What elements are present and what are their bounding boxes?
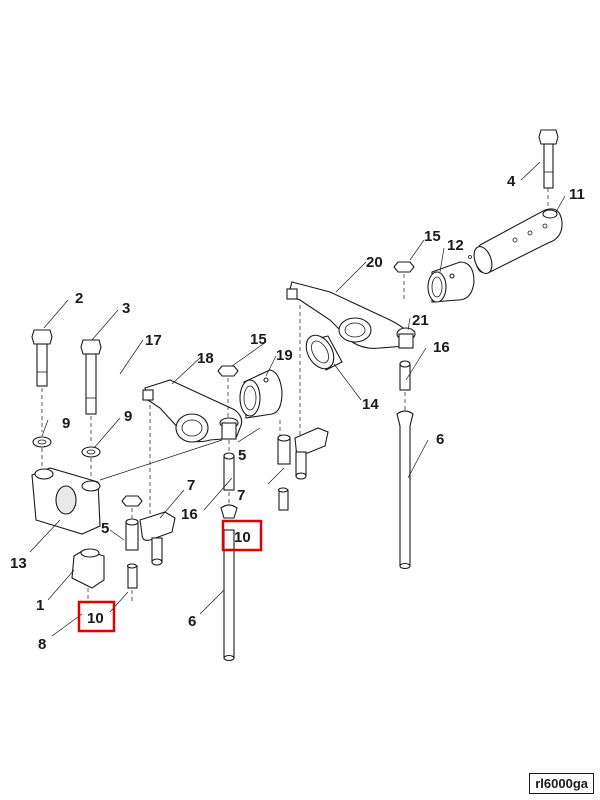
- tappet-1: [71, 548, 105, 589]
- ball-joint-16-right: [399, 360, 411, 391]
- rocker-arm-18: [142, 379, 243, 443]
- leader-lines: [29, 161, 566, 637]
- bushing-19: [239, 369, 283, 419]
- callout-9-center: 9: [124, 408, 132, 425]
- callout-10-center: 10: [234, 529, 251, 546]
- callout-11: 11: [569, 186, 585, 203]
- nut-15-center: [217, 365, 239, 377]
- highlight-box-10-center: [221, 519, 263, 552]
- callout-9-left: 9: [62, 415, 70, 432]
- nut-15-right: [393, 261, 415, 273]
- callout-16-center: 16: [181, 506, 198, 523]
- callout-21: 21: [412, 312, 429, 329]
- bushing-14: [305, 334, 343, 371]
- ball-joint-16-center: [223, 452, 235, 491]
- callout-5-left: 5: [101, 520, 109, 537]
- callout-5-center: 5: [238, 447, 246, 464]
- screw-7-right: [277, 487, 289, 511]
- pushrod-6-center: [223, 529, 235, 662]
- highlight-box-10-left: [77, 600, 116, 633]
- adjuster-center: [219, 417, 239, 440]
- callout-7-left: 7: [187, 477, 195, 494]
- pushrod-6-right: [396, 410, 414, 570]
- washer-9-left: [32, 436, 52, 448]
- callout-15-right: 15: [424, 228, 441, 245]
- washer-9-center: [81, 446, 101, 458]
- callout-8: 8: [38, 636, 46, 653]
- bolt-2: [31, 329, 53, 387]
- callout-3: 3: [122, 300, 130, 317]
- rocker-shaft-11: [473, 208, 563, 274]
- callout-13: 13: [10, 555, 27, 572]
- callout-20: 20: [366, 254, 383, 271]
- callout-1: 1: [36, 597, 44, 614]
- callout-10-left: 10: [87, 610, 104, 627]
- callout-2: 2: [75, 290, 83, 307]
- callout-labels: 1 2 3 4 5 5 6 6 7 7 8 9 9 10 10 11 12 13…: [10, 173, 585, 653]
- callout-15-center: 15: [250, 331, 267, 348]
- bolt-3: [80, 339, 102, 415]
- bolt-4: [538, 129, 559, 189]
- callout-16-right: 16: [433, 339, 450, 356]
- callout-12: 12: [447, 237, 464, 254]
- callout-18: 18: [197, 350, 214, 367]
- callout-6-center: 6: [188, 613, 196, 630]
- callout-4: 4: [507, 173, 516, 190]
- callout-19: 19: [276, 347, 293, 364]
- callout-6-right: 6: [436, 431, 444, 448]
- bushing-12: [427, 261, 475, 303]
- support-block-13: [31, 467, 101, 535]
- screw-7-left: [126, 563, 138, 589]
- callout-14: 14: [362, 396, 379, 413]
- rocker-right-small: [277, 427, 329, 480]
- rocker-arm-20: [286, 281, 413, 349]
- callout-17: 17: [145, 332, 162, 349]
- cup-10-center: [220, 504, 238, 519]
- rocker-left-small: [125, 511, 176, 566]
- nut-7-left: [121, 495, 143, 507]
- reference-code: rl6000ga: [529, 773, 594, 794]
- callout-7-right: 7: [237, 487, 245, 504]
- adjuster-21: [396, 327, 416, 349]
